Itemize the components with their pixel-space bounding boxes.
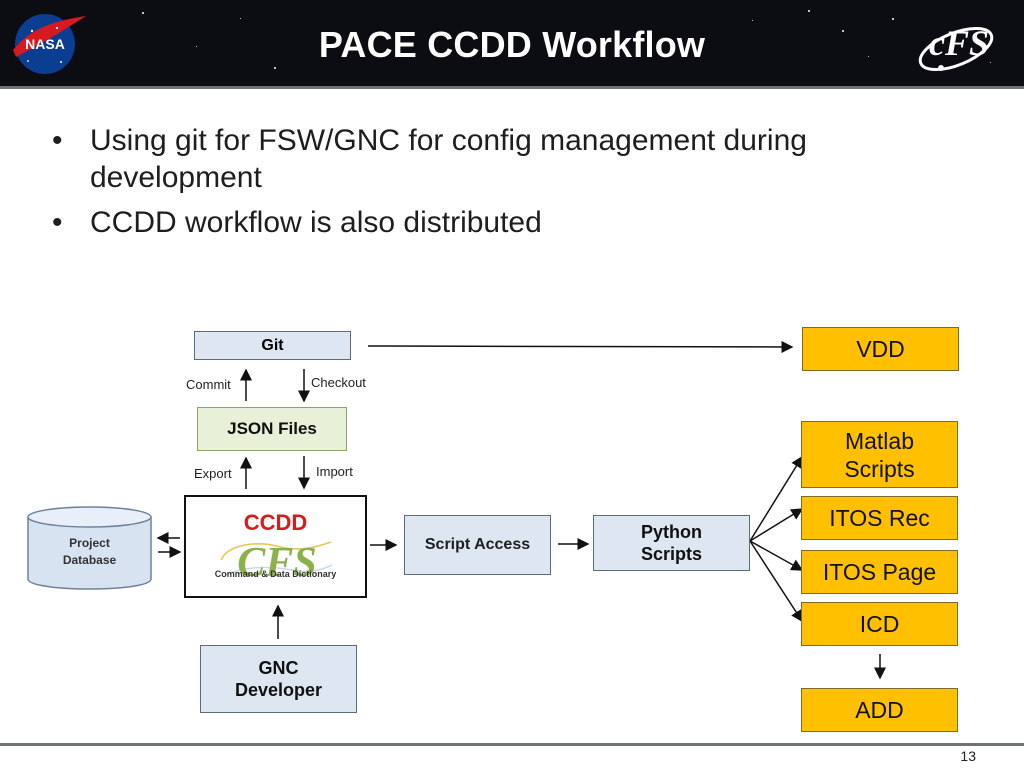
import-label: Import [316,464,353,479]
python-to-itos-page-arrow [749,540,804,571]
page-number: 13 [960,748,976,764]
slide-header: NASA PACE CCDD Workflow cFS [0,0,1024,88]
python-scripts-line1: Python [641,522,702,542]
python-scripts-line2: Scripts [640,544,703,564]
cfs-logo: cFS [910,7,1002,83]
ccdd-title: CCDD [243,510,308,535]
gnc-developer-box: GNC Developer [200,645,357,713]
ccdd-logo-box: CCDD CFS Command & Data Dictionary [184,495,367,598]
project-database-cylinder: Project Database [27,506,152,590]
bullet-item: • CCDD workflow is also distributed [52,204,972,241]
python-to-matlab-arrow [749,455,803,542]
matlab-scripts-box: Matlab Scripts [801,421,958,488]
git-box: Git [194,331,351,360]
matlab-scripts-line2: Scripts [844,455,915,482]
ccdd-subtitle: Command & Data Dictionary [214,569,337,579]
bullet-text: Using git for FSW/GNC for config managem… [90,124,807,194]
vdd-box: VDD [802,327,959,371]
bullet-list: • Using git for FSW/GNC for config manag… [52,122,972,249]
checkout-label: Checkout [311,375,366,390]
cfs-graphic: CFS [218,536,336,586]
bullet-text: CCDD workflow is also distributed [90,206,542,239]
bullet-marker: • [52,206,63,239]
svg-text:NASA: NASA [25,36,65,52]
gnc-developer-line2: Developer [234,680,323,700]
project-database-label-line2: Database [62,553,117,567]
python-scripts-box: Python Scripts [593,515,750,571]
header-divider [0,86,1024,89]
commit-label: Commit [186,377,231,392]
itos-rec-box: ITOS Rec [801,496,958,540]
matlab-scripts-line1: Matlab [844,427,915,454]
bullet-marker: • [52,124,63,157]
footer-divider [0,743,1024,746]
icd-box: ICD [801,602,958,646]
page-title: PACE CCDD Workflow [318,24,706,65]
nasa-logo: NASA [8,6,88,80]
project-database-label-line1: Project [69,536,110,550]
svg-text:cFS: cFS [929,23,989,63]
export-label: Export [194,466,232,481]
bullet-item: • Using git for FSW/GNC for config manag… [52,122,972,196]
python-to-icd-arrow [749,540,803,623]
itos-page-box: ITOS Page [801,550,958,594]
python-to-itos-rec-arrow [749,508,804,542]
git-to-vdd-arrow [367,340,794,353]
svg-text:CFS: CFS [237,540,316,584]
gnc-developer-line1: GNC [258,658,299,678]
add-box: ADD [801,688,958,732]
script-access-box: Script Access [404,515,551,575]
json-files-box: JSON Files [197,407,347,451]
